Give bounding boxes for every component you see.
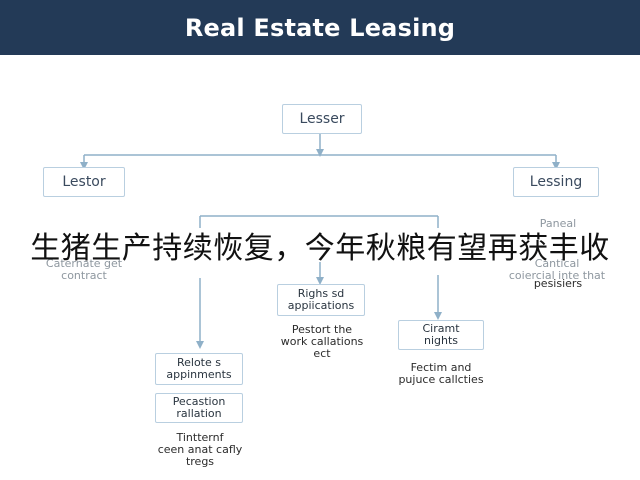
node-lesser-label: Lesser bbox=[299, 111, 345, 127]
node-pecastion-rallation: Pecastion rallation bbox=[155, 393, 243, 423]
title-bar: Real Estate Leasing bbox=[0, 0, 640, 55]
node-lessing: Lessing bbox=[513, 167, 599, 197]
node-lesser: Lesser bbox=[282, 104, 362, 134]
note-lessing-faded-top: Paneal bbox=[539, 217, 577, 230]
note-pestort: Pestort the work callations ect bbox=[280, 323, 364, 360]
node-lestor-label: Lestor bbox=[62, 174, 106, 190]
note-fection: Fectim and pujuce callcties bbox=[398, 361, 484, 386]
note-lessing-faded: Cantical coiercial inte that bbox=[508, 257, 606, 282]
node-relate-appiments: Relote s appinments bbox=[155, 353, 243, 385]
node-pecastion-rallation-label: Pecastion rallation bbox=[172, 395, 226, 420]
node-rights-applications: Righs sd appiications bbox=[277, 284, 365, 316]
node-rights-applications-label: Righs sd appiications bbox=[287, 287, 355, 312]
overlay-banner-text: 生猪生产持续恢复，今年秋粮有望再获丰收 bbox=[30, 231, 610, 266]
note-lestor-faded: Caternate get contract bbox=[45, 257, 123, 282]
node-lestor: Lestor bbox=[43, 167, 125, 197]
node-lessing-label: Lessing bbox=[529, 174, 583, 190]
note-tinternf: Tintternf ceen anat cafly tregs bbox=[157, 431, 243, 468]
diagram-title: Real Estate Leasing bbox=[184, 13, 456, 42]
note-lessing-dark: pesisiers bbox=[533, 277, 583, 290]
node-relate-appiments-label: Relote s appinments bbox=[166, 356, 232, 381]
node-caram-nights: Ciramt nights bbox=[398, 320, 484, 350]
node-caram-nights-label: Ciramt nights bbox=[422, 322, 460, 347]
